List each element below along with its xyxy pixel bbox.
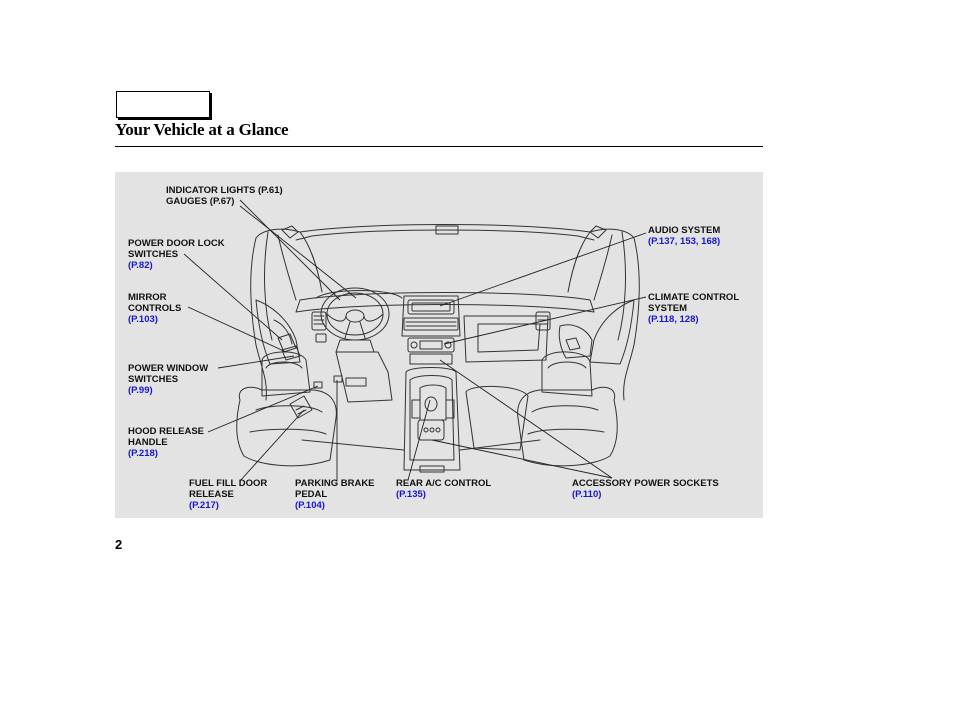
callout-line: SYSTEM xyxy=(648,303,688,314)
callout-line: RELEASE xyxy=(189,489,234,500)
callout-rear-ac: REAR A/C CONTROL (P.135) xyxy=(396,478,491,500)
leader-window xyxy=(217,355,295,369)
page-number: 2 xyxy=(115,537,123,552)
callout-line: PEDAL xyxy=(295,489,328,500)
callout-line: POWER DOOR LOCK xyxy=(128,238,225,249)
callout-line: REAR A/C CONTROL xyxy=(396,478,492,489)
leader-mirror xyxy=(187,306,287,353)
callout-audio-system: AUDIO SYSTEM (P.137, 153, 168) xyxy=(648,225,720,247)
callout-line: GAUGES (P.67) xyxy=(166,196,235,207)
leader-climate xyxy=(443,296,647,345)
callout-accessory-sockets: ACCESSORY POWER SOCKETS (P.110) xyxy=(572,478,719,500)
callout-page-ref[interactable]: (P.99) xyxy=(128,385,153,396)
callout-power-door-lock: POWER DOOR LOCK SWITCHES (P.82) xyxy=(128,238,225,271)
page-title: Your Vehicle at a Glance xyxy=(115,120,289,139)
title-rule xyxy=(115,146,763,147)
callout-indicator-lights: INDICATOR LIGHTS (P.61) GAUGES (P.67) xyxy=(166,185,283,207)
callout-line: SWITCHES xyxy=(128,249,179,260)
callout-line: POWER WINDOW xyxy=(128,363,209,374)
callout-page-ref[interactable]: (P.103) xyxy=(128,314,158,325)
callout-line: ACCESSORY POWER SOCKETS xyxy=(572,478,719,489)
callout-line: HOOD RELEASE xyxy=(128,426,205,437)
callout-fuel-fill-door: FUEL FILL DOOR RELEASE (P.217) xyxy=(189,478,267,511)
callout-line: PARKING BRAKE xyxy=(295,478,375,489)
leader-gauges xyxy=(239,205,357,299)
leader-indicator xyxy=(239,199,341,301)
leader-sockets-1 xyxy=(439,359,613,479)
callout-climate-control: CLIMATE CONTROL SYSTEM (P.118, 128) xyxy=(648,292,739,325)
callout-page-ref[interactable]: (P.217) xyxy=(189,500,219,511)
leader-audio xyxy=(439,232,647,307)
callout-page-ref[interactable]: (P.82) xyxy=(128,260,153,271)
leader-door-lock xyxy=(183,253,283,341)
callout-page-ref[interactable]: (P.218) xyxy=(128,448,158,459)
section-tab-box xyxy=(116,91,210,118)
callout-page-ref[interactable]: (P.104) xyxy=(295,500,325,511)
callout-mirror-controls: MIRROR CONTROLS (P.103) xyxy=(128,292,181,325)
callout-line: SWITCHES xyxy=(128,374,179,385)
callout-page-ref[interactable]: (P.137, 153, 168) xyxy=(648,236,721,247)
leader-rear-ac xyxy=(407,399,431,481)
callout-line: HANDLE xyxy=(128,437,168,448)
callout-line: AUDIO SYSTEM xyxy=(648,225,721,236)
callout-line: FUEL FILL DOOR xyxy=(189,478,268,489)
callout-page-ref[interactable]: (P.110) xyxy=(572,489,602,500)
leader-fuel xyxy=(239,409,305,482)
leader-sockets-2 xyxy=(431,439,613,479)
callout-page-ref[interactable]: (P.118, 128) xyxy=(648,314,699,325)
leader-hood xyxy=(207,385,319,433)
callout-hood-release: HOOD RELEASE HANDLE (P.218) xyxy=(128,426,204,459)
callout-line: INDICATOR LIGHTS (P.61) xyxy=(166,185,283,196)
callout-parking-brake: PARKING BRAKE PEDAL (P.104) xyxy=(295,478,375,511)
callout-line: CONTROLS xyxy=(128,303,182,314)
callout-line: CLIMATE CONTROL xyxy=(648,292,740,303)
callout-page-ref[interactable]: (P.135) xyxy=(396,489,426,500)
callout-power-window: POWER WINDOW SWITCHES (P.99) xyxy=(128,363,208,396)
callout-line: MIRROR xyxy=(128,292,167,303)
